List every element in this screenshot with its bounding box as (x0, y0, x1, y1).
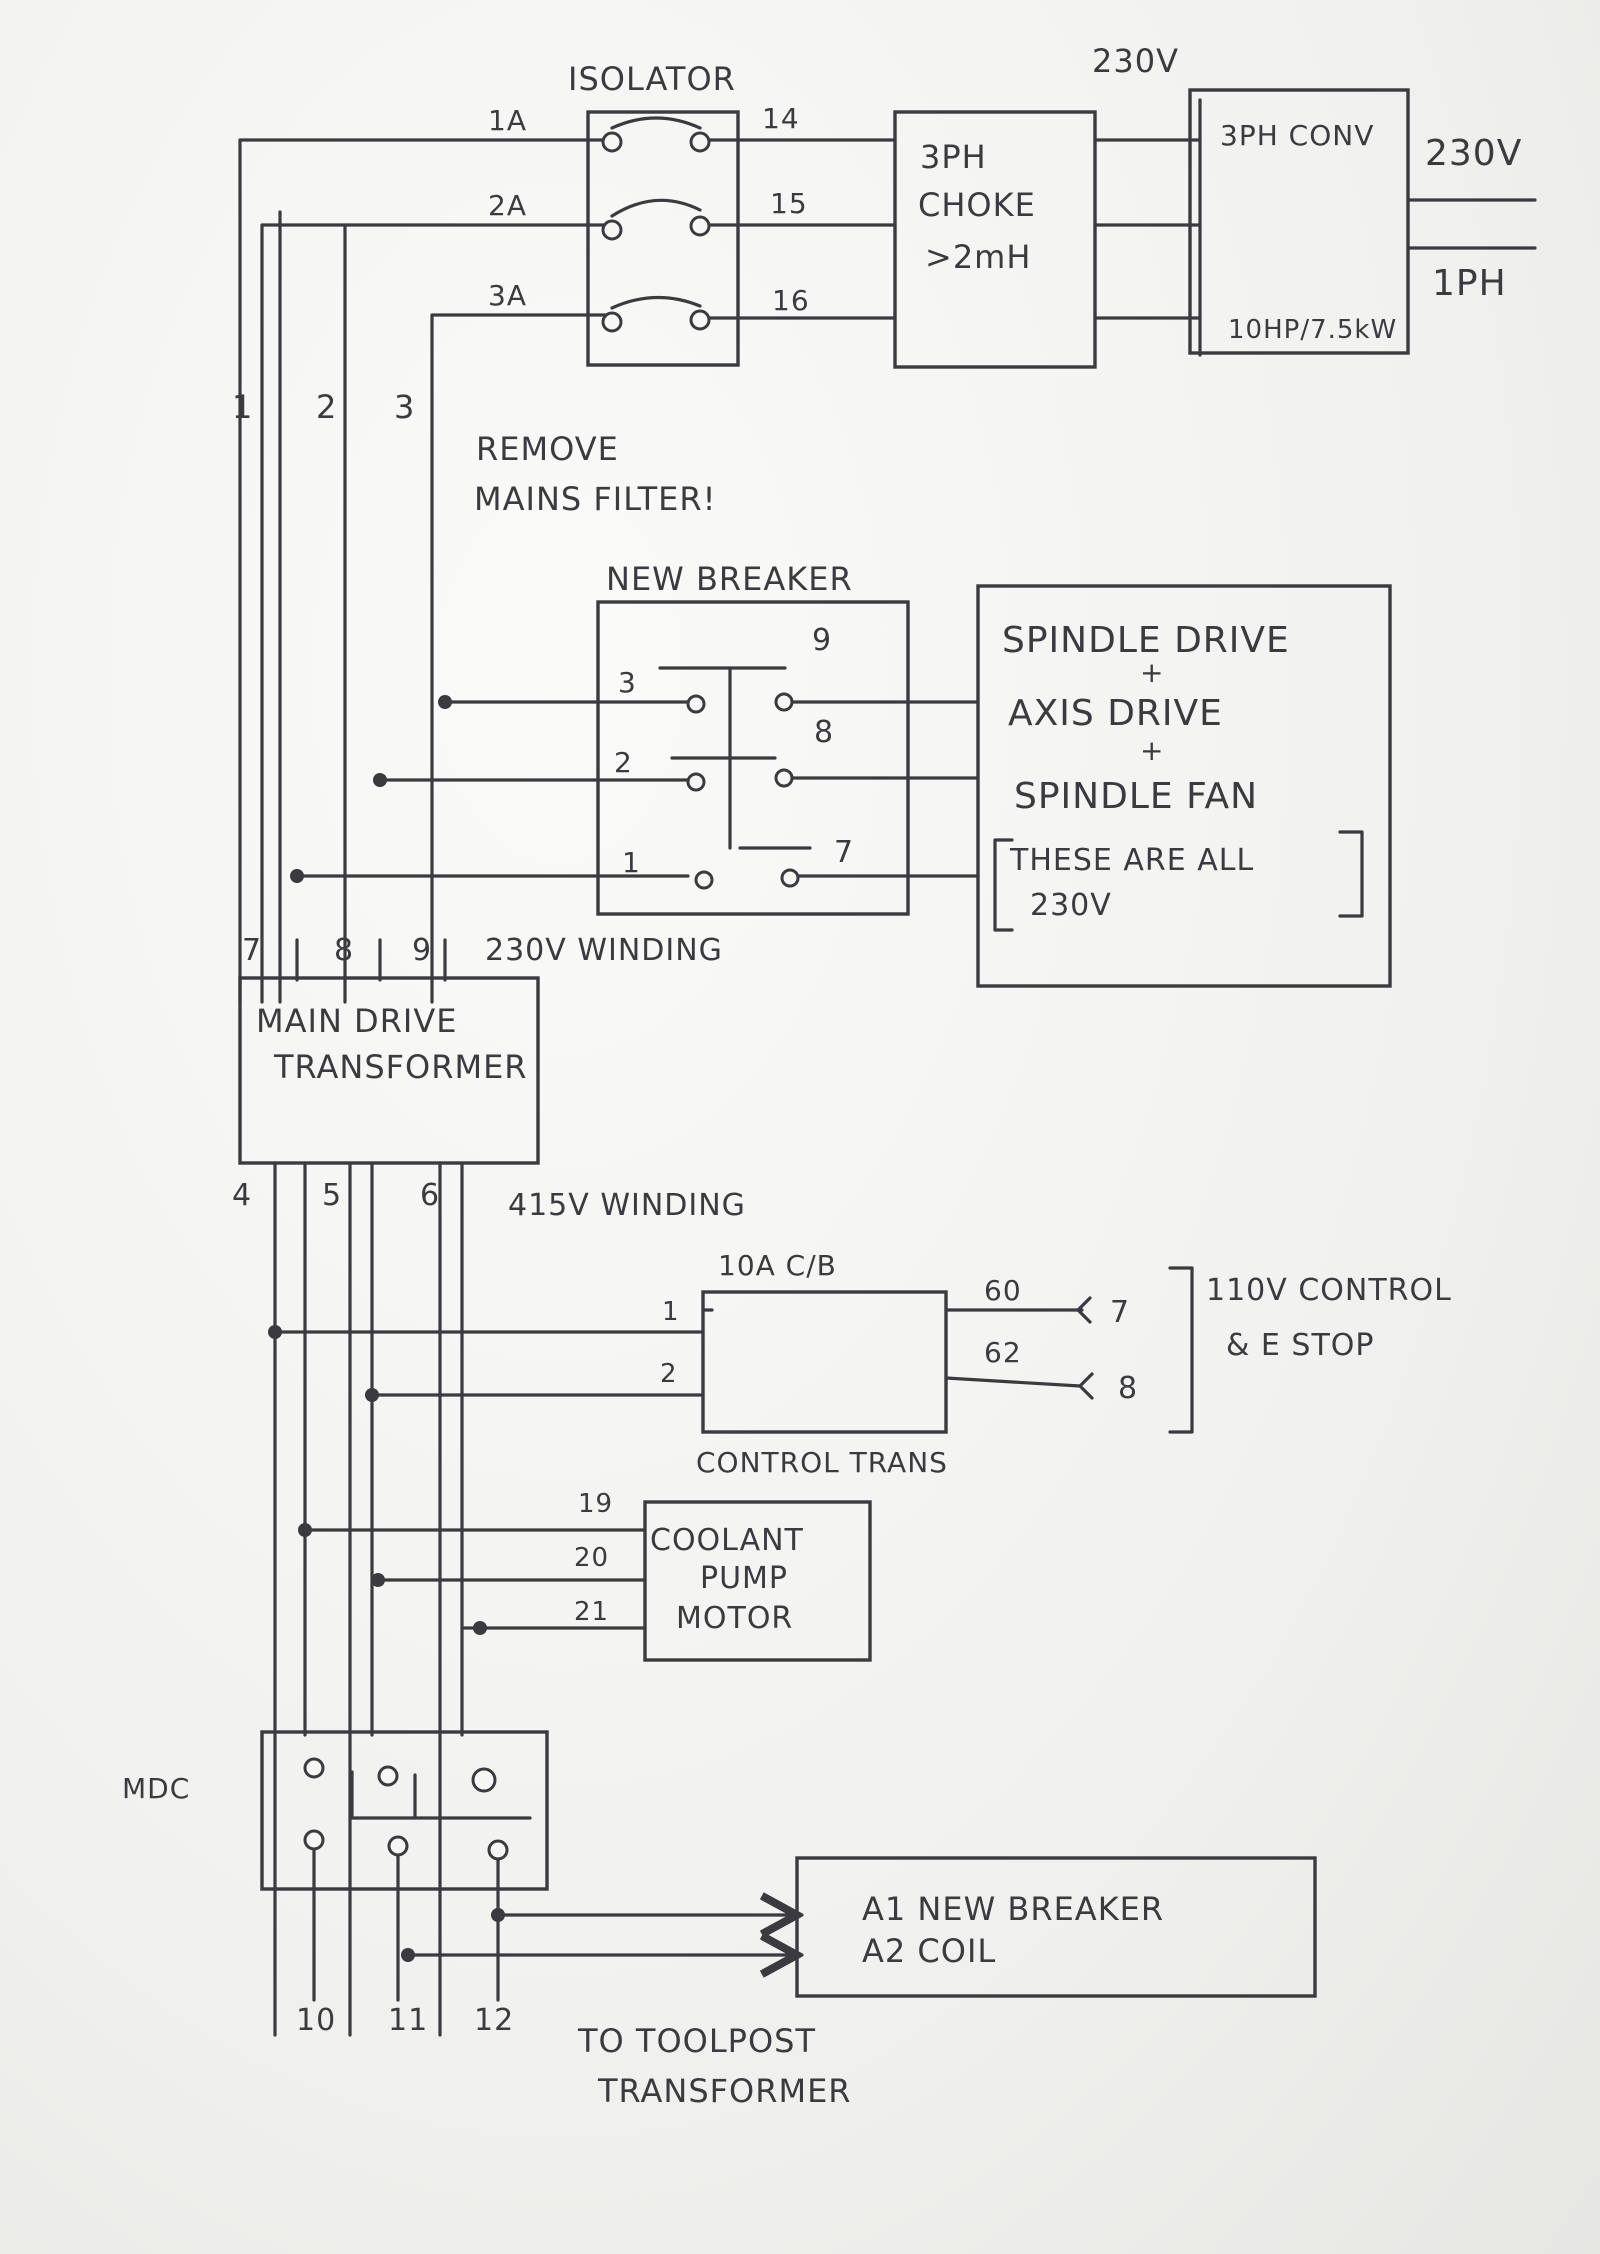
transformer-line1: MAIN DRIVE (256, 1002, 457, 1040)
breaker-in-1: 1 (622, 846, 641, 879)
ct-7: 7 (1110, 1295, 1130, 1330)
choke-line2: CHOKE (918, 186, 1036, 224)
load-note1: THESE ARE ALL (1009, 843, 1254, 878)
choke-box (893, 110, 1097, 369)
transformer-line2: TRANSFORMER (273, 1048, 528, 1086)
choke-line1: 3PH (920, 138, 987, 176)
mdc-contacts (303, 1757, 797, 2002)
control-trans-label: CONTROL TRANS (696, 1446, 948, 1479)
isolator-box (586, 110, 740, 367)
toolpost-line1: TO TOOLPOST (577, 2022, 816, 2060)
cp-19: 19 (578, 1489, 613, 1519)
transformer-box (238, 976, 540, 1165)
winding-230-label: 230V WINDING (485, 933, 723, 968)
out-10: 10 (296, 2003, 336, 2038)
wire-3a: 3A (488, 279, 527, 312)
coil-a2: A2 COIL (862, 1932, 996, 1970)
tr-6: 6 (420, 1178, 440, 1213)
breaker-out-8: 8 (814, 715, 834, 750)
load-line1: SPINDLE DRIVE (1002, 620, 1290, 661)
tr-4: 4 (232, 1178, 252, 1213)
converter-box (1188, 88, 1410, 355)
breaker-in-3: 3 (618, 666, 637, 699)
load-note-bracket (993, 830, 1364, 932)
choke-line3: >2mH (925, 238, 1031, 276)
load-box (976, 584, 1392, 988)
ct-out-60: 60 (984, 1274, 1022, 1307)
cb-label: 10A C/B (718, 1249, 837, 1282)
converter-rating: 10HP/7.5kW (1228, 315, 1397, 345)
ct-in-2: 2 (660, 1359, 678, 1389)
coolant-line3: MOTOR (676, 1601, 793, 1636)
wire-2-label: 2 (316, 388, 337, 426)
mdc-label: MDC (122, 1772, 190, 1805)
wire-16: 16 (772, 284, 810, 317)
isolator-contacts (601, 116, 711, 333)
load-note2: 230V (1030, 888, 1112, 923)
top-voltage-label: 230V (1092, 42, 1179, 80)
isolator-wiring (238, 98, 1537, 1004)
note-line1: REMOVE (476, 430, 619, 468)
tr-5: 5 (322, 1178, 342, 1213)
cp-21: 21 (574, 1597, 609, 1627)
wire-14: 14 (762, 102, 800, 135)
breaker-wiring (290, 666, 980, 890)
tr-8: 8 (334, 933, 354, 968)
note-line2: MAINS FILTER! (474, 480, 716, 518)
output-230v: 230V (1425, 133, 1522, 174)
plus-2: + (1140, 734, 1164, 767)
breaker-out-9: 9 (812, 623, 832, 658)
coolant-line1: COOLANT (650, 1523, 804, 1558)
winding-230-stubs (295, 938, 447, 982)
wire-15: 15 (770, 187, 808, 220)
converter-title: 3PH CONV (1220, 119, 1374, 152)
wire-1-label: 1 (232, 388, 253, 426)
control-line1: 110V CONTROL (1206, 1273, 1452, 1308)
wire-3-label: 3 (394, 388, 415, 426)
new-breaker-box (596, 600, 910, 916)
load-line2: AXIS DRIVE (1008, 693, 1223, 734)
output-1ph: 1PH (1432, 263, 1507, 304)
control-trans-box (701, 1290, 948, 1434)
plus-1: + (1140, 656, 1164, 689)
out-12: 12 (474, 2003, 514, 2038)
out-11: 11 (388, 2003, 428, 2038)
coolant-line2: PUMP (700, 1561, 788, 1596)
winding-415-wiring (268, 1161, 705, 2037)
coil-a1: A1 NEW BREAKER (862, 1890, 1164, 1928)
tr-7: 7 (242, 933, 262, 968)
load-line3: SPINDLE FAN (1014, 776, 1258, 817)
breaker-out-7: 7 (834, 835, 854, 870)
winding-415-label: 415V WINDING (508, 1188, 746, 1223)
wire-2a: 2A (488, 189, 527, 222)
isolator-label: ISOLATOR (568, 60, 736, 98)
breaker-in-2: 2 (614, 746, 633, 779)
cp-20: 20 (574, 1543, 609, 1573)
ct-in-1: 1 (662, 1297, 680, 1327)
new-breaker-label: NEW BREAKER (606, 560, 853, 598)
mdc-box (260, 1730, 549, 1891)
control-outputs (701, 1266, 1194, 1434)
toolpost-line2: TRANSFORMER (597, 2072, 852, 2110)
tr-9: 9 (412, 933, 432, 968)
ct-out-62: 62 (984, 1336, 1022, 1369)
control-line2: & E STOP (1226, 1328, 1375, 1363)
ct-8: 8 (1118, 1371, 1138, 1406)
wire-1a: 1A (488, 104, 527, 137)
